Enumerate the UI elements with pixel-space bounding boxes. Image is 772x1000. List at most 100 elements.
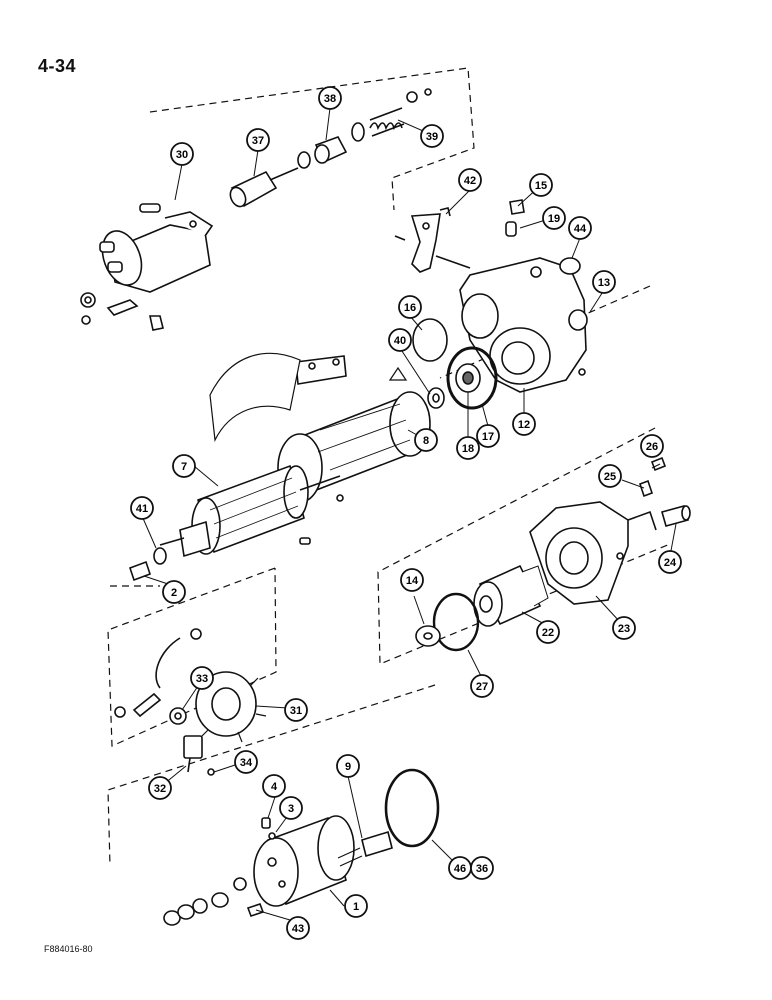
callout-number: 32 (154, 783, 166, 795)
commutator-end-frame (253, 815, 355, 907)
callout-number: 26 (646, 441, 658, 453)
bushing-2 (128, 560, 152, 582)
callout-number: 18 (462, 443, 474, 455)
callout-number: 38 (324, 93, 336, 105)
callout-24: 24 (658, 550, 682, 574)
terminal-stud-9 (337, 830, 393, 867)
plunger (229, 167, 299, 208)
callout-number: 43 (292, 923, 304, 935)
callout-13: 13 (592, 270, 616, 294)
callout-33: 33 (190, 666, 214, 690)
callout-31: 31 (284, 698, 308, 722)
pin-25 (638, 479, 654, 498)
callout-27: 27 (470, 674, 494, 698)
drive-housing (459, 199, 588, 393)
callout-44: 44 (568, 216, 592, 240)
shift-lever (394, 207, 471, 273)
callout-number: 23 (618, 623, 630, 635)
callout-number: 15 (535, 180, 547, 192)
callout-26: 26 (640, 434, 664, 458)
brush-hardware (114, 692, 215, 776)
callout-43: 43 (286, 916, 310, 940)
callout-number: 22 (542, 627, 554, 639)
bushing-24 (661, 505, 691, 527)
brush-32 (183, 735, 203, 773)
solenoid-hardware (80, 292, 164, 331)
callout-7: 7 (172, 454, 196, 478)
armature (159, 464, 344, 558)
brush-holder (191, 671, 267, 743)
drive-end-housing (529, 501, 657, 605)
callout-38: 38 (318, 86, 342, 110)
washer-40 (427, 387, 445, 409)
group-box-brush-parts (107, 567, 277, 747)
callout-18: 18 (456, 436, 480, 460)
screw-26 (650, 456, 667, 472)
callout-32: 32 (148, 776, 172, 800)
callout-3: 3 (279, 796, 303, 820)
washer-14 (415, 625, 441, 647)
callout-22: 22 (536, 620, 560, 644)
callout-2: 2 (162, 580, 186, 604)
callout-number: 46 (454, 863, 466, 875)
callout-number: 24 (664, 557, 677, 569)
stud-hardware (163, 877, 265, 926)
callout-number: 13 (598, 277, 610, 289)
washer-18 (455, 363, 481, 393)
callout-25: 25 (598, 464, 622, 488)
callout-number: 17 (482, 431, 494, 443)
callout-41: 41 (130, 496, 154, 520)
plunger-sleeve (297, 136, 348, 169)
callout-42: 42 (458, 168, 482, 192)
callout-23: 23 (612, 616, 636, 640)
field-cable-strap (209, 352, 301, 443)
callout-number: 12 (518, 419, 530, 431)
callout-number: 19 (548, 213, 560, 225)
page-number: 4-34 (38, 56, 77, 76)
callout-number: 2 (171, 587, 177, 599)
callout-36: 36 (470, 856, 494, 880)
o-ring-46-36 (384, 768, 440, 848)
callout-39: 39 (420, 124, 444, 148)
triangle-mark (388, 366, 408, 381)
group-box-end-frame (107, 684, 436, 867)
callout-number: 44 (574, 223, 587, 235)
callout-number: 41 (136, 503, 148, 515)
callout-number: 27 (476, 681, 488, 693)
callout-19: 19 (542, 206, 566, 230)
brush-lead (155, 628, 202, 689)
callout-number: 9 (345, 761, 351, 773)
return-spring (351, 88, 432, 142)
pins-4-3 (261, 817, 276, 840)
callout-16: 16 (398, 295, 422, 319)
drive-pinion (473, 564, 549, 627)
callout-number: 40 (394, 335, 406, 347)
callout-1: 1 (344, 894, 368, 918)
callout-number: 33 (196, 673, 208, 685)
callout-number: 36 (476, 863, 488, 875)
callout-number: 34 (240, 757, 253, 769)
callout-number: 42 (464, 175, 476, 187)
callout-number: 16 (404, 302, 416, 314)
o-ring-16 (412, 318, 448, 362)
callout-number: 30 (176, 149, 188, 161)
solenoid (99, 203, 214, 293)
bushing-41 (153, 547, 167, 565)
group-box-drive-parts (377, 427, 671, 665)
callout-number: 14 (406, 575, 419, 587)
gasket-17 (446, 346, 498, 410)
callout-4: 4 (262, 774, 286, 798)
callout-12: 12 (512, 412, 536, 436)
callout-number: 39 (426, 131, 438, 143)
callout-number: 37 (252, 135, 264, 147)
callout-40: 40 (388, 328, 412, 352)
spring-33 (169, 707, 187, 725)
callout-number: 31 (290, 705, 302, 717)
callout-number: 8 (423, 435, 429, 447)
callout-9: 9 (336, 754, 360, 778)
callout-number: 4 (271, 781, 278, 793)
callout-30: 30 (170, 142, 194, 166)
figure-code: F884016-80 (44, 944, 93, 954)
